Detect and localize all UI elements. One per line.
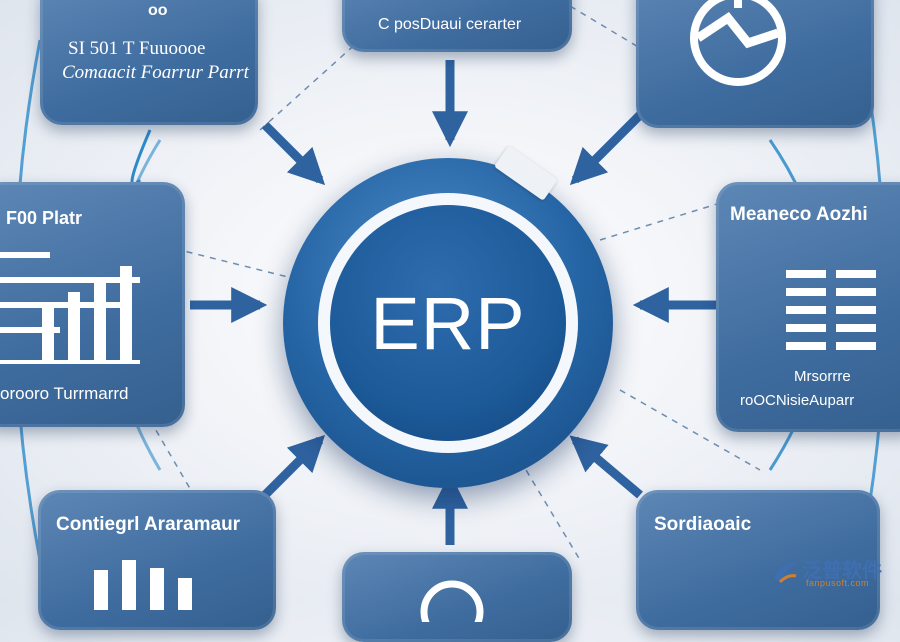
erp-hub-label: ERP [370,281,526,365]
card-top-left-line2: Comaacit Foarrur Parrt [62,62,249,83]
card-top-left[interactable]: oo SІ 501 T Fuuoooe Comaacit Foarrur Par… [40,0,258,125]
logo-icon [774,562,797,584]
erp-hub[interactable] [330,205,566,441]
card-bottom-left[interactable]: Contiegrl Araramaur [38,490,276,630]
card-top-center[interactable]: C posDuaui cerarter [342,0,572,52]
card-bottom-left-title: Contiegrl Araramaur [56,514,241,535]
bar-chart-icon [38,490,276,630]
card-right-middle[interactable]: Meaneco Aozhi Mrsorrre roOCNisieAuparr [716,182,900,432]
card-right-middle-sub2: roOCNisieAuparr [740,392,855,409]
bar-chart-icon [0,182,185,427]
card-top-left-tag: oo [148,2,168,19]
card-top-left-line1: SІ 501 T Fuuoooe [68,38,206,59]
watermark: 泛普软件 fanpusoft.com [770,552,892,592]
card-top-center-line1: C posDuaui cerarter [378,16,522,33]
pie-chart-icon [690,0,786,86]
card-left-middle[interactable]: F00 Platr orooro Turrmarrd [0,182,185,427]
table-icon [716,182,900,432]
card-left-middle-caption: orooro Turrmarrd [0,384,129,403]
card-top-right[interactable] [636,0,874,128]
card-right-middle-title: Meaneco Aozhi [730,204,868,225]
watermark-name: 泛普软件 [802,560,882,582]
card-bottom-right-title: Sordiaoaic [654,514,752,535]
circle-icon [420,580,484,622]
card-right-middle-sub1: Mrsorrre [794,368,851,385]
card-bottom-center[interactable] [342,552,572,642]
watermark-url: fanpusoft.com [806,578,870,588]
card-left-middle-title: F00 Platr [6,208,83,228]
